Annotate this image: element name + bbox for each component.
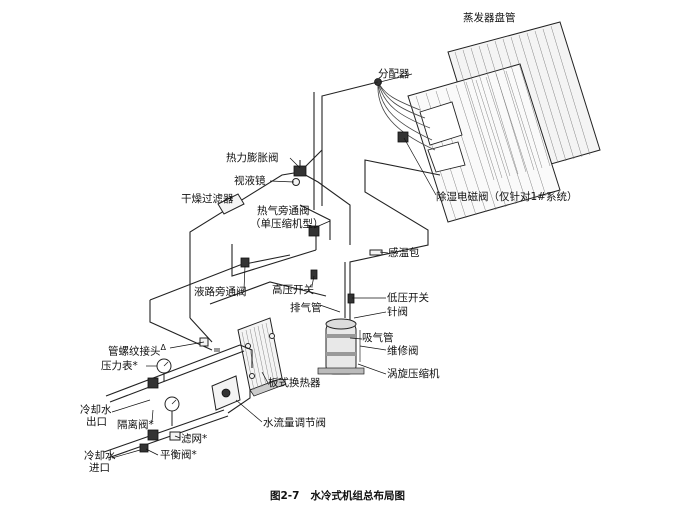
water-piping xyxy=(103,344,253,459)
label-cooling-water-out-2: 出口 xyxy=(86,416,107,428)
label-hot-gas-bypass: 热气旁通阀 xyxy=(257,205,310,217)
label-cooling-water-in-1: 冷却水 xyxy=(84,450,116,462)
sensing-bulb xyxy=(369,249,383,256)
flare-fitting-text: 管螺纹接头 xyxy=(108,345,161,358)
plate-heat-exchanger xyxy=(237,317,287,397)
caption-title: 水冷式机组总布局图 xyxy=(310,490,405,502)
label-pressure-gauge: 压力表* xyxy=(101,360,138,372)
figure-caption: 图2-7 水冷式机组总布局图 xyxy=(270,488,405,503)
label-evaporator-coil: 蒸发器盘管 xyxy=(463,12,516,24)
txv xyxy=(293,160,307,177)
label-flare-fitting: 管螺纹接头Δ xyxy=(108,342,166,358)
water-flow-valve xyxy=(211,375,241,411)
scroll-compressor xyxy=(317,318,365,375)
label-suction-pipe: 吸气管 xyxy=(362,332,394,344)
pressure-gauge xyxy=(156,358,172,382)
label-sensing-bulb: 感温包 xyxy=(388,247,420,259)
label-dehumid-solenoid: 除湿电磁阀（仅针对1#系统） xyxy=(436,191,578,203)
label-isolation-valve: 隔离阀* xyxy=(117,419,154,431)
label-cooling-water-in-2: 进口 xyxy=(89,462,110,474)
label-cooling-water-out-1: 冷却水 xyxy=(80,404,112,416)
label-low-pressure-switch: 低压开关 xyxy=(387,292,429,304)
label-distributor: 分配器 xyxy=(378,68,410,80)
label-liquid-bypass: 液路旁通阀 xyxy=(194,286,247,298)
refrigerant-piping xyxy=(149,81,441,362)
label-scroll-compressor: 涡旋压缩机 xyxy=(387,368,440,380)
dehumid-solenoid xyxy=(397,131,409,143)
hot-gas-bypass-valve xyxy=(308,225,320,237)
filter-drier xyxy=(217,193,245,215)
label-balance-valve: 平衡阀* xyxy=(160,449,197,461)
label-needle-valve: 针阀 xyxy=(387,306,408,318)
label-strainer: 滤网* xyxy=(181,433,208,445)
pipe-support xyxy=(214,348,220,352)
evaporator-coil xyxy=(407,21,601,223)
label-water-flow-valve: 水流量调节阀 xyxy=(263,417,326,429)
label-txv: 热力膨胀阀 xyxy=(226,152,279,164)
label-high-pressure-switch: 高压开关 xyxy=(272,284,314,296)
label-hot-gas-bypass-note: （单压缩机型） xyxy=(250,218,324,230)
label-discharge-pipe: 排气管 xyxy=(290,302,322,314)
balance-valve xyxy=(139,443,149,453)
low-pressure-switch xyxy=(347,293,355,304)
label-filter-drier: 干燥过滤器 xyxy=(181,193,234,205)
caption-number: 图2-7 xyxy=(270,490,300,502)
label-sight-glass: 视液镜 xyxy=(234,175,266,187)
high-pressure-switch xyxy=(310,269,318,280)
label-service-valve: 维修阀 xyxy=(387,345,419,357)
leader-lines xyxy=(111,73,437,459)
liquid-bypass-valve xyxy=(240,257,250,268)
isolation-valve xyxy=(147,377,159,441)
flare-fitting-mark: Δ xyxy=(160,343,166,352)
pressure-gauge-2 xyxy=(164,396,180,426)
label-plate-hx: 板式换热器 xyxy=(268,377,321,389)
